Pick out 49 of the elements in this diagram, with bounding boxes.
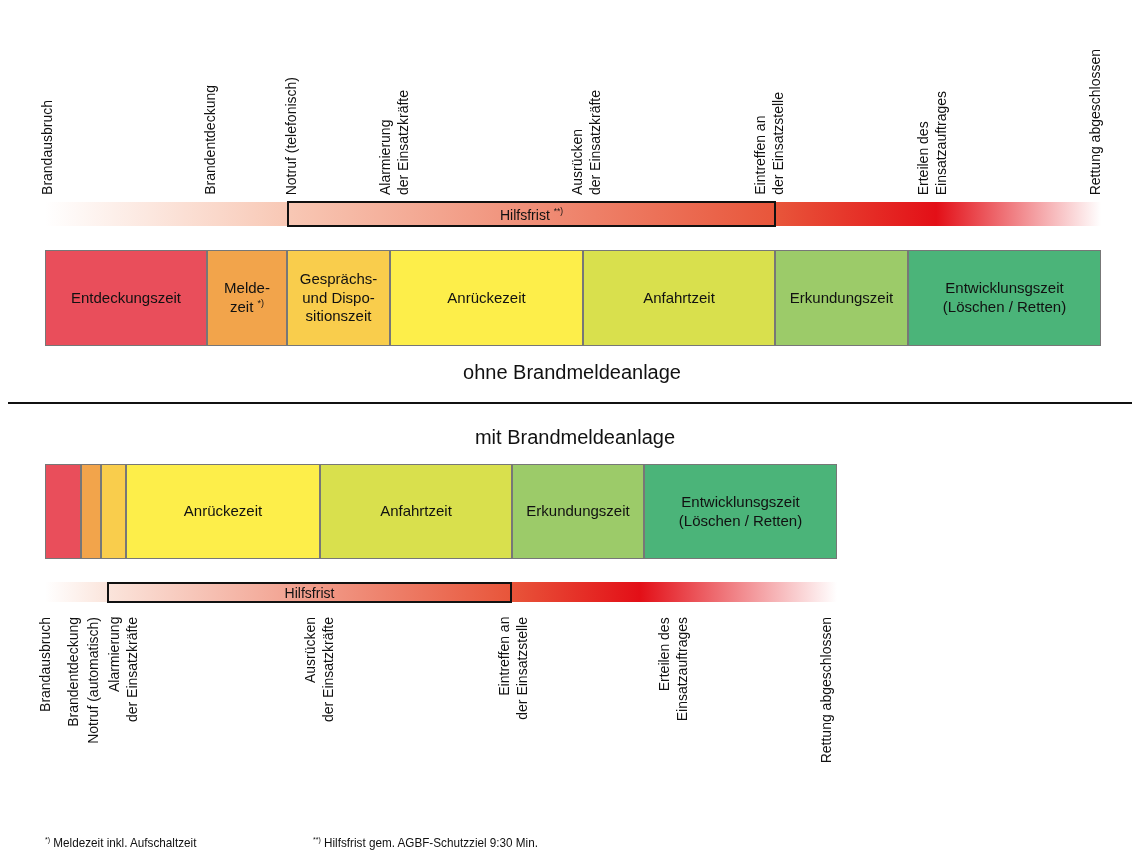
segment-label: Gesprächs- und Dispo- sitionszeit — [298, 269, 379, 327]
milestone-label: Brandausbruch — [37, 100, 56, 195]
milestone-label: Alarmierung der Einsatzkräfte — [104, 617, 141, 723]
segment-label: Anfahrtzeit — [380, 502, 452, 521]
milestone-label: Notruf (telefonisch) — [281, 76, 300, 195]
milestone-label: Brandentdeckung — [63, 617, 82, 727]
time-segment — [583, 250, 775, 346]
time-segment — [390, 250, 583, 346]
segment-label: Erkundungszeit — [526, 502, 630, 521]
time-segment — [775, 250, 908, 346]
segment-label: Entdeckungszeit — [70, 288, 182, 308]
time-segment — [126, 464, 320, 559]
segment-label: Entwicklunsgszeit (Löschen / Retten) — [677, 492, 804, 531]
footnote: $^{*)}$ Meldezeit inkl. Aufschaltzeit — [45, 835, 197, 851]
time-segment — [81, 464, 101, 559]
segment-label: Anrückezeit — [183, 502, 263, 521]
segment-label: Anfahrtzeit — [643, 288, 715, 308]
section-heading: mit Brandmeldeanlage — [474, 426, 676, 449]
milestone-label: Rettung abgeschlossen — [1085, 48, 1104, 195]
milestone-label: Brandentdeckung — [200, 85, 219, 195]
segment-label: Melde- zeit $^{*)}$ — [224, 279, 270, 317]
time-segment — [644, 464, 837, 559]
segment-label: Erkundungszeit — [789, 288, 894, 308]
milestone-label: Ausrücken der Einsatzkräfte — [567, 89, 604, 195]
time-segment — [908, 250, 1101, 346]
footnote: $^{**)}$ Hilfsfrist gem. AGBF-Schutzziel 9:30 Min. — [313, 835, 538, 851]
milestone-label: Notruf (automatisch) — [83, 617, 102, 744]
section-heading: ohne Brandmeldeanlage — [463, 361, 681, 384]
frame-label: Hilfsfrist $^{**)}$ — [500, 205, 563, 223]
time-segment — [512, 464, 644, 559]
time-segment — [287, 250, 390, 346]
time-segment — [101, 464, 126, 559]
time-segment — [45, 250, 207, 346]
segment-label: Entwicklunsgszeit (Löschen / Retten) — [941, 279, 1068, 317]
time-segment — [207, 250, 287, 346]
time-segment — [45, 464, 81, 559]
milestone-label: Erteilen des Einsatzauftrages — [654, 617, 691, 722]
segment-label: Anrückezeit — [447, 288, 526, 308]
milestone-label: Alarmierung der Einsatzkräfte — [375, 89, 412, 195]
milestone-label: Brandausbruch — [35, 617, 54, 712]
milestone-label: Ausrücken der Einsatzkräfte — [300, 617, 337, 723]
milestone-label: Erteilen des Einsatzauftrages — [913, 90, 950, 195]
frame-label: Hilfsfrist — [284, 584, 335, 601]
milestone-label: Rettung abgeschlossen — [816, 617, 835, 764]
milestone-label: Eintreffen an der Einsatzstelle — [750, 92, 787, 195]
time-window-frame — [287, 201, 776, 227]
milestone-label: Eintreffen an der Einsatzstelle — [494, 617, 531, 720]
time-segment — [320, 464, 512, 559]
time-window-frame — [107, 582, 512, 603]
